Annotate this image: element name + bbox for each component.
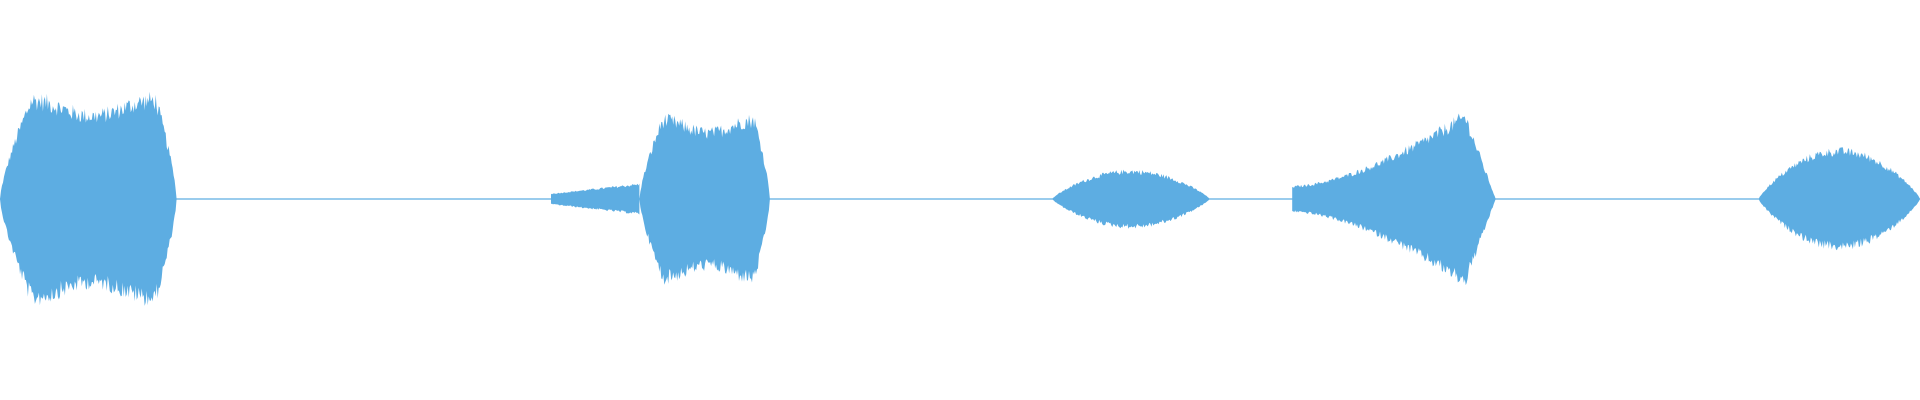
- waveform-segment-2: [551, 183, 640, 215]
- waveform-segment-1: [0, 91, 177, 306]
- waveform-segment-6: [1758, 147, 1920, 251]
- waveform-segment-4: [1052, 169, 1210, 229]
- waveform-segment-3: [639, 113, 770, 285]
- waveform-segment-5: [1292, 113, 1496, 286]
- sound-segments: [0, 91, 1920, 306]
